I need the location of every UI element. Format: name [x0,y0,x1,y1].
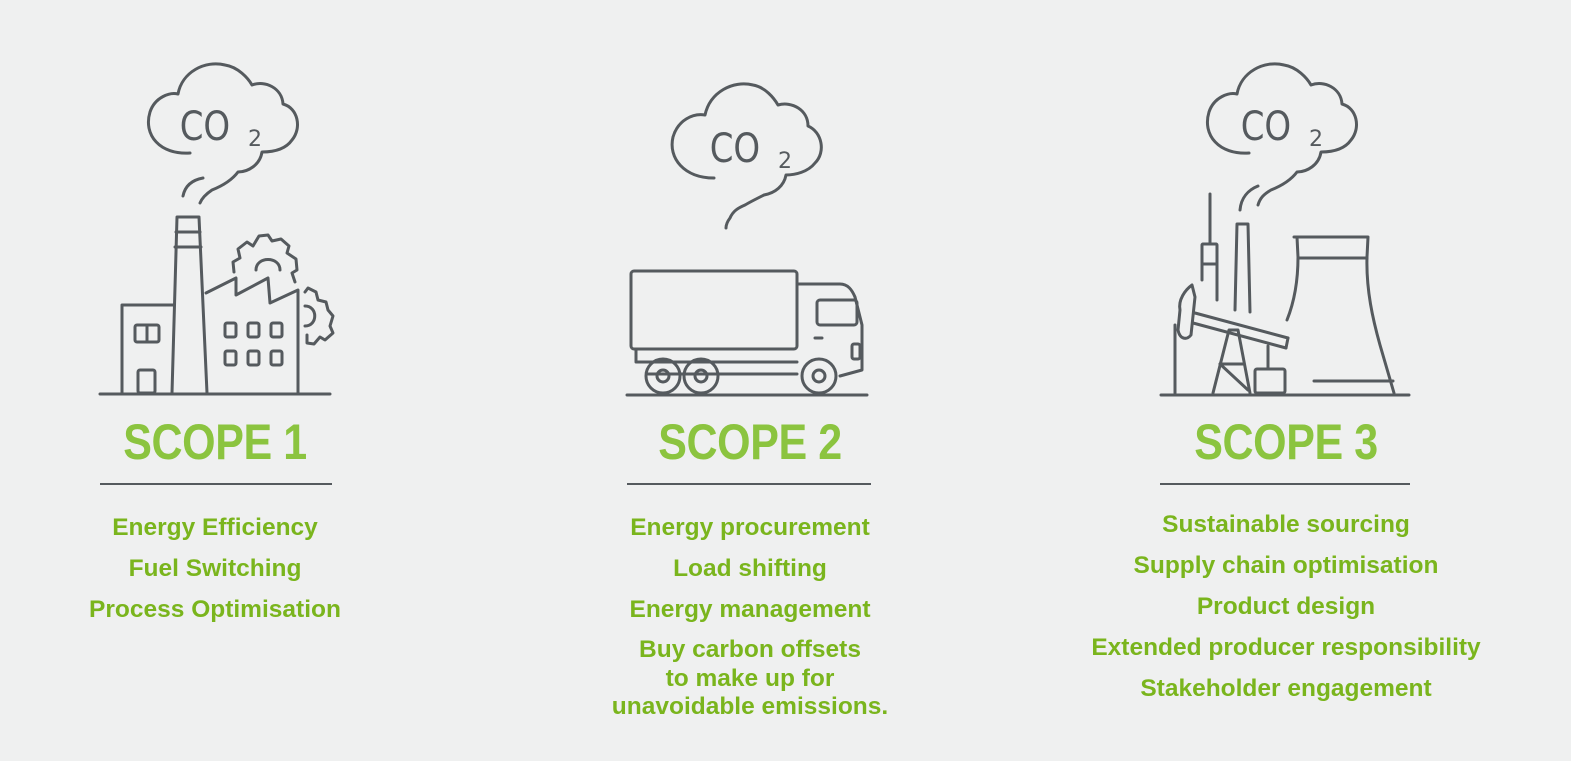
list-item-carbon-offsets: Buy carbon offsets to make up for unavoi… [515,630,985,722]
factory-with-gears-icon [98,62,335,396]
list-item: Stakeholder engagement [1140,675,1432,702]
scope-2-title: SCOPE 2 [658,414,842,470]
list-item-line: Buy carbon offsets [639,636,861,663]
list-item: Load shifting [673,555,827,582]
scope-2-items: Energy procurement Load shifting Energy … [515,507,985,722]
svg-text:2: 2 [1309,127,1323,150]
list-item: Energy Efficiency [112,514,318,541]
list-item: Supply chain optimisation [1133,552,1439,579]
delivery-truck-icon [625,82,869,397]
scope-1-items: Energy Efficiency Fuel Switching Process… [0,507,450,630]
svg-text:CO: CO [710,125,760,171]
list-item: Energy procurement [630,514,870,541]
co2-text-icon: CO 2 [710,125,792,172]
list-item: Fuel Switching [128,555,302,582]
list-item-line: unavoidable emissions. [611,693,889,720]
list-item: Product design [1196,593,1376,620]
scope-3-column: CO 2 SCOPE 3 Sustainable sourcing Supply… [1091,0,1481,761]
scope-2-column: CO 2 SCOPE 2 Energy procurement Load shi… [595,0,905,761]
scope-1-divider [100,483,332,485]
co2-text-icon: CO 2 [180,103,262,150]
scope-2-divider [627,483,871,485]
list-item: Sustainable sourcing [1162,511,1410,538]
svg-text:2: 2 [248,127,262,150]
co2-text-icon: CO 2 [1241,103,1323,150]
svg-text:2: 2 [778,149,792,172]
industrial-plant-oil-pump-icon [1159,62,1411,397]
scope-1-title: SCOPE 1 [123,414,307,470]
svg-text:CO: CO [180,103,230,149]
scope-1-column: CO 2 SCOPE 1 Energy Efficiency Fuel Swit… [60,0,370,761]
list-item: Energy management [629,596,871,623]
list-item: Extended producer responsibility [1091,634,1481,661]
list-item: Process Optimisation [89,596,341,623]
list-item-line: to make up for [665,664,835,692]
scope-3-title: SCOPE 3 [1194,414,1378,470]
scope-3-items: Sustainable sourcing Supply chain optimi… [1051,504,1521,709]
scope-3-divider [1160,483,1410,485]
svg-text:CO: CO [1241,103,1291,149]
